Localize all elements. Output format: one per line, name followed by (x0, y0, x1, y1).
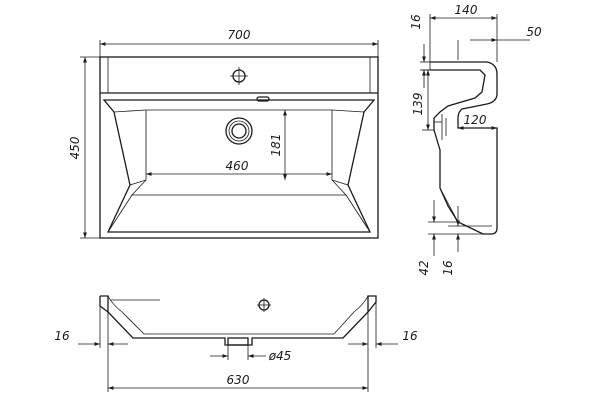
dim-bowl-width: 460 (226, 159, 249, 173)
dim-bowl-depth: 181 (269, 134, 283, 157)
overflow-slot (256, 96, 270, 102)
dim-side-bowl-height: 139 (411, 93, 425, 116)
dim-side-drain-offset: 120 (464, 113, 487, 127)
top-view-bowl-floor (131, 109, 347, 196)
side-view-outline (430, 61, 498, 235)
drain-inner (231, 123, 247, 139)
front-drain (227, 337, 249, 346)
front-view: 16 16 ø45 630 (54, 295, 418, 392)
dim-front-drain-diameter: ø45 (268, 349, 292, 363)
dim-side-top-width: 140 (455, 3, 478, 17)
dim-side-bottom-rim: 16 (441, 260, 455, 276)
dim-side-rim-thickness: 16 (409, 14, 423, 30)
top-view: 700 450 460 181 (68, 28, 379, 239)
dim-side-bottom-height: 42 (417, 260, 431, 275)
dim-front-bottom-width: 630 (227, 373, 250, 387)
front-view-outline (100, 295, 377, 346)
top-view-outline (99, 56, 379, 239)
dim-front-right-rim: 16 (402, 329, 418, 343)
dim-overall-width: 700 (228, 28, 251, 42)
dim-side-rim-offset: 50 (526, 25, 542, 39)
dim-overall-depth: 450 (68, 136, 82, 159)
side-view: 140 16 50 139 120 42 16 (409, 3, 542, 276)
drain-outer (225, 117, 253, 145)
dim-front-left-rim: 16 (54, 329, 70, 343)
